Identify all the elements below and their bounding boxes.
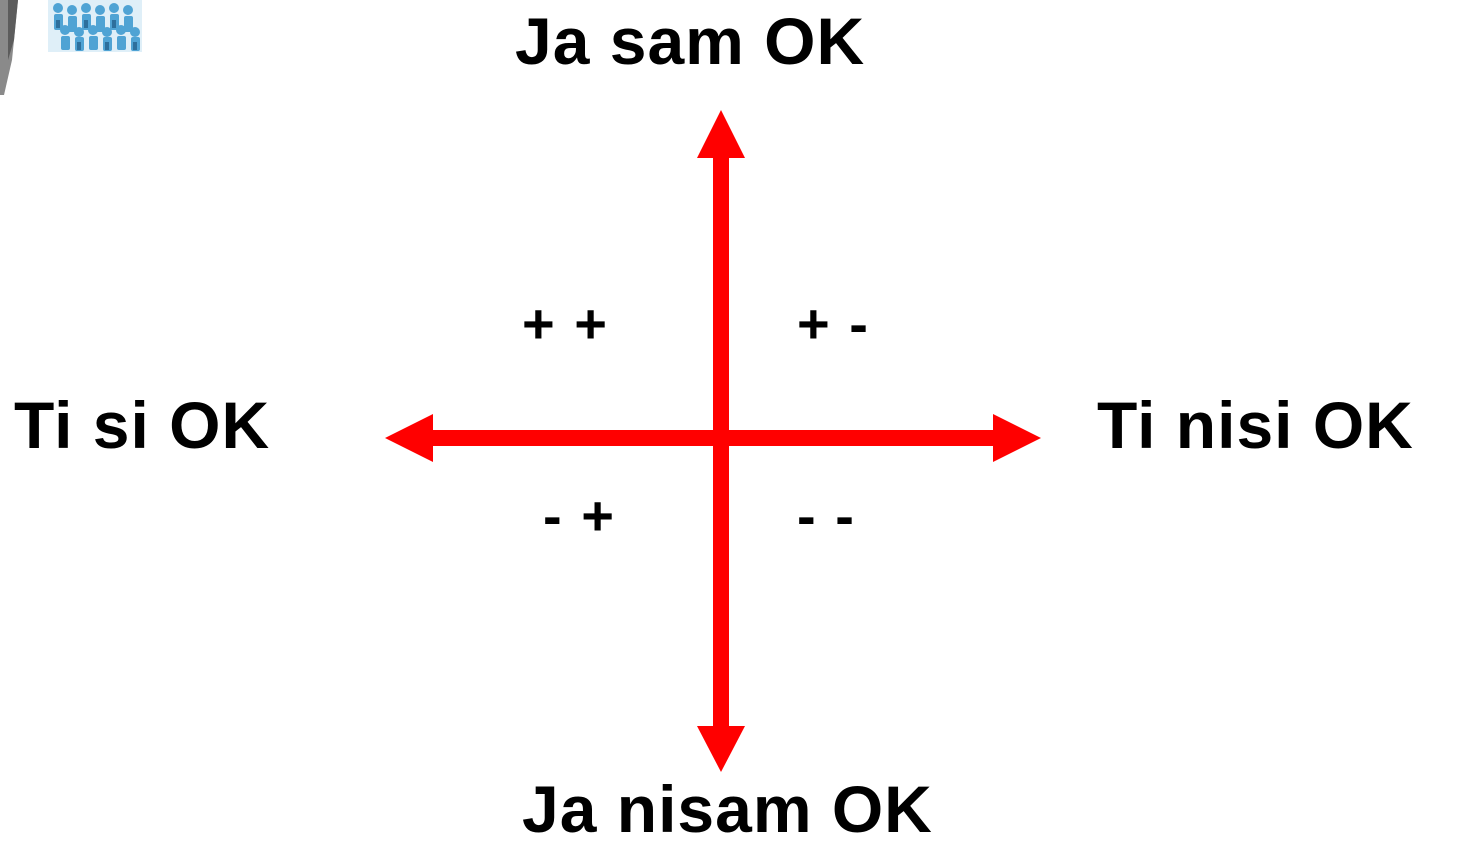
quadrant-top-right-label: + -: [797, 292, 870, 355]
quadrant-bottom-right-label: - -: [797, 484, 856, 547]
arrow-left-icon: [385, 414, 433, 462]
axis-label-left: Ti si OK: [14, 388, 271, 462]
people-network-clipart-icon: [0, 0, 142, 95]
arrow-right-icon: [993, 414, 1041, 462]
axis-label-right: Ti nisi OK: [1097, 388, 1414, 462]
axis-label-bottom: Ja nisam OK: [522, 772, 933, 846]
arrow-up-icon: [697, 110, 745, 158]
axis-label-top: Ja sam OK: [515, 4, 866, 78]
horizontal-axis-arrow: [385, 414, 1041, 462]
quadrant-top-left-label: + +: [522, 292, 609, 355]
arrow-down-icon: [697, 726, 745, 772]
quadrant-bottom-left-label: - +: [543, 484, 616, 547]
